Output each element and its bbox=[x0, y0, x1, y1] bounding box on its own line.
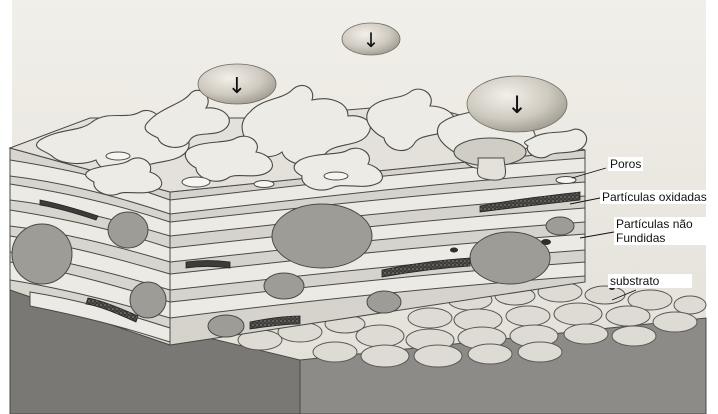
arrow-down-icon: ↓ bbox=[363, 28, 380, 52]
droplet-left: ↓ bbox=[198, 64, 276, 104]
arrow-down-icon: ↓ bbox=[228, 74, 246, 99]
label-particulas-nao-fundidas: Partículas não Fundidas bbox=[614, 217, 710, 245]
droplet-right: ↓ bbox=[467, 76, 567, 132]
label-particulas-oxidadas: Partículas oxidadas bbox=[600, 190, 709, 204]
label-substrato: substrato bbox=[608, 274, 692, 288]
droplet-top: ↓ bbox=[342, 23, 400, 55]
label-poros: Poros bbox=[608, 157, 643, 171]
arrow-down-icon: ↓ bbox=[507, 91, 527, 119]
